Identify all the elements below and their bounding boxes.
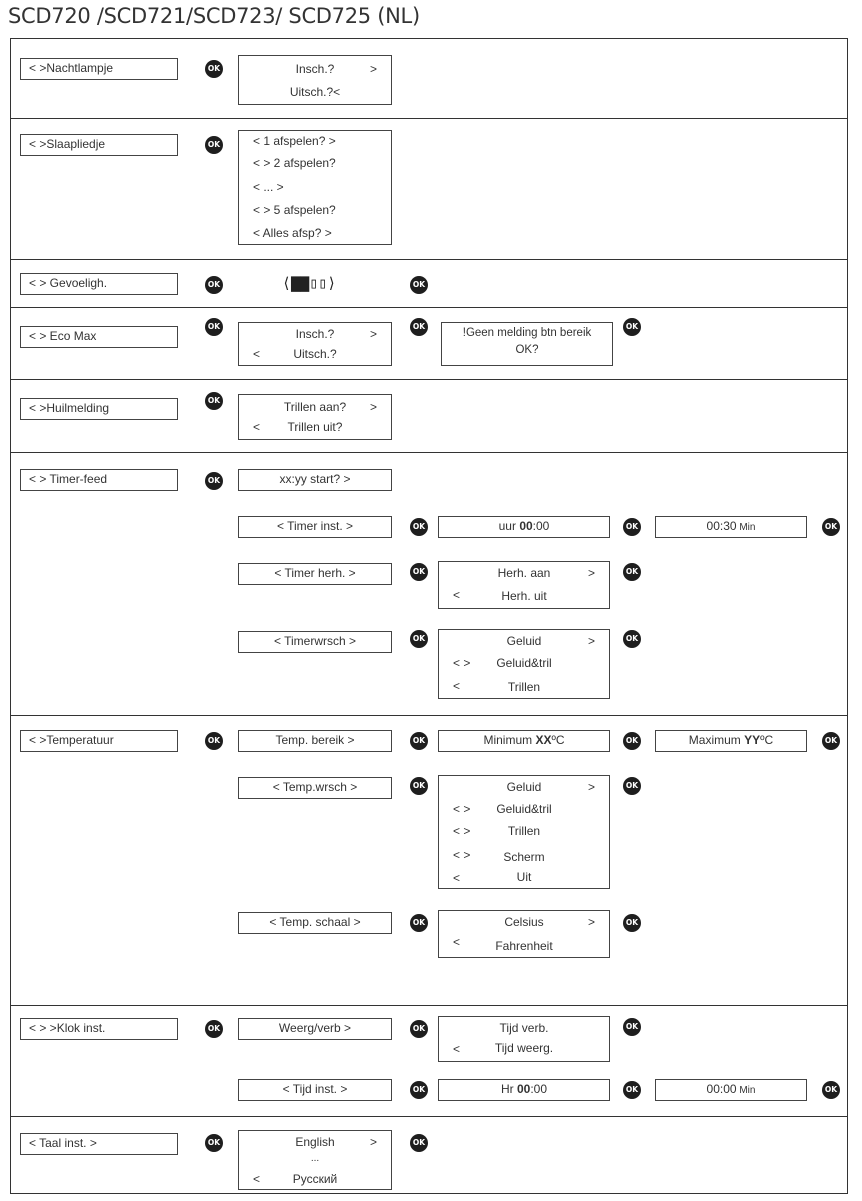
ok-button-icon[interactable]: OK — [410, 318, 428, 336]
sensitivity-meter-icon: ⟨▇▇▯▯⟩ — [282, 274, 337, 292]
ok-button-icon[interactable]: OK — [410, 518, 428, 536]
ok-button-icon[interactable]: OK — [410, 732, 428, 750]
nachtlampje-options[interactable]: Insch.? > Uitsch.?< — [238, 55, 392, 105]
ok-button-icon[interactable]: OK — [623, 518, 641, 536]
ok-button-icon[interactable]: OK — [623, 777, 641, 795]
temp-alert-options[interactable]: Geluid > < > Geluid&tril < > Trillen < >… — [438, 775, 610, 889]
timer-alert-options[interactable]: Geluid > < > Geluid&tril < Trillen — [438, 629, 610, 699]
huilmelding-options[interactable]: Trillen aan? > < Trillen uit? — [238, 394, 392, 440]
ok-button-icon[interactable]: OK — [410, 276, 428, 294]
menu-timer-feed[interactable]: < > Timer-feed — [20, 469, 178, 491]
ok-button-icon[interactable]: OK — [410, 630, 428, 648]
temp-schaal-option[interactable]: < Temp. schaal > — [238, 912, 392, 934]
timer-start-option[interactable]: xx:yy start? > — [238, 469, 392, 491]
section-divider — [10, 307, 848, 308]
section-divider — [10, 1116, 848, 1117]
ecomax-warning-message: !Geen melding btn bereik OK? — [441, 322, 613, 366]
temp-maximum-field[interactable]: Maximum YYºC — [655, 730, 807, 752]
klok-tijd-inst-option[interactable]: < Tijd inst. > — [238, 1079, 392, 1101]
slaapliedje-options[interactable]: < 1 afspelen? > < > 2 afspelen? < ... > … — [238, 130, 392, 245]
klok-hour-field[interactable]: Hr 00:00 — [438, 1079, 610, 1101]
timer-herh-option[interactable]: < Timer herh. > — [238, 563, 392, 585]
menu-eco-max[interactable]: < > Eco Max — [20, 326, 178, 348]
section-divider — [10, 1005, 848, 1006]
ok-button-icon[interactable]: OK — [205, 1134, 223, 1152]
ok-button-icon[interactable]: OK — [822, 732, 840, 750]
menu-temperatuur[interactable]: < >Temperatuur — [20, 730, 178, 752]
ok-button-icon[interactable]: OK — [205, 318, 223, 336]
timer-inst-option[interactable]: < Timer inst. > — [238, 516, 392, 538]
ok-button-icon[interactable]: OK — [205, 392, 223, 410]
menu-slaapliedje[interactable]: < >Slaapliedje — [20, 134, 178, 156]
timer-minutes-field[interactable]: 00:30 Min — [655, 516, 807, 538]
ok-button-icon[interactable]: OK — [410, 1134, 428, 1152]
page-title: SCD720 /SCD721/SCD723/ SCD725 (NL) — [8, 4, 420, 28]
timer-wrsch-option[interactable]: < Timerwrsch > — [238, 631, 392, 653]
ok-button-icon[interactable]: OK — [410, 777, 428, 795]
menu-gevoeligheid[interactable]: < > Gevoeligh. — [20, 273, 178, 295]
ok-button-icon[interactable]: OK — [623, 732, 641, 750]
temp-minimum-field[interactable]: Minimum XXºC — [438, 730, 610, 752]
ok-button-icon[interactable]: OK — [410, 1081, 428, 1099]
klok-display-options[interactable]: Tijd verb. < Tijd weerg. — [438, 1016, 610, 1062]
klok-minutes-field[interactable]: 00:00 Min — [655, 1079, 807, 1101]
ok-button-icon[interactable]: OK — [205, 60, 223, 78]
section-divider — [10, 452, 848, 453]
taal-options[interactable]: English > ... < Русский — [238, 1130, 392, 1190]
ok-button-icon[interactable]: OK — [623, 1018, 641, 1036]
temp-bereik-option[interactable]: Temp. bereik > — [238, 730, 392, 752]
ok-button-icon[interactable]: OK — [410, 1020, 428, 1038]
menu-nachtlampje[interactable]: < >Nachtlampje — [20, 58, 178, 80]
section-divider — [10, 379, 848, 380]
ok-button-icon[interactable]: OK — [623, 1081, 641, 1099]
temp-scale-options[interactable]: Celsius > < Fahrenheit — [438, 910, 610, 958]
menu-taal-inst[interactable]: < Taal inst. > — [20, 1133, 178, 1155]
temp-wrsch-option[interactable]: < Temp.wrsch > — [238, 777, 392, 799]
ok-button-icon[interactable]: OK — [623, 563, 641, 581]
timer-hour-field[interactable]: uur 00:00 — [438, 516, 610, 538]
ok-button-icon[interactable]: OK — [205, 732, 223, 750]
section-divider — [10, 118, 848, 119]
klok-weerg-option[interactable]: Weerg/verb > — [238, 1018, 392, 1040]
ok-button-icon[interactable]: OK — [623, 914, 641, 932]
section-divider — [10, 259, 848, 260]
ok-button-icon[interactable]: OK — [623, 630, 641, 648]
ok-button-icon[interactable]: OK — [623, 318, 641, 336]
ok-button-icon[interactable]: OK — [205, 276, 223, 294]
ok-button-icon[interactable]: OK — [205, 1020, 223, 1038]
ok-button-icon[interactable]: OK — [410, 914, 428, 932]
timer-herh-options[interactable]: Herh. aan > < Herh. uit — [438, 561, 610, 609]
ok-button-icon[interactable]: OK — [822, 1081, 840, 1099]
ok-button-icon[interactable]: OK — [205, 472, 223, 490]
menu-huilmelding[interactable]: < >Huilmelding — [20, 398, 178, 420]
ok-button-icon[interactable]: OK — [205, 136, 223, 154]
ok-button-icon[interactable]: OK — [822, 518, 840, 536]
menu-table-frame — [10, 38, 848, 1194]
ok-button-icon[interactable]: OK — [410, 563, 428, 581]
menu-klok-inst[interactable]: < > >Klok inst. — [20, 1018, 178, 1040]
ecomax-options[interactable]: Insch.? > < Uitsch.? — [238, 322, 392, 366]
section-divider — [10, 715, 848, 716]
